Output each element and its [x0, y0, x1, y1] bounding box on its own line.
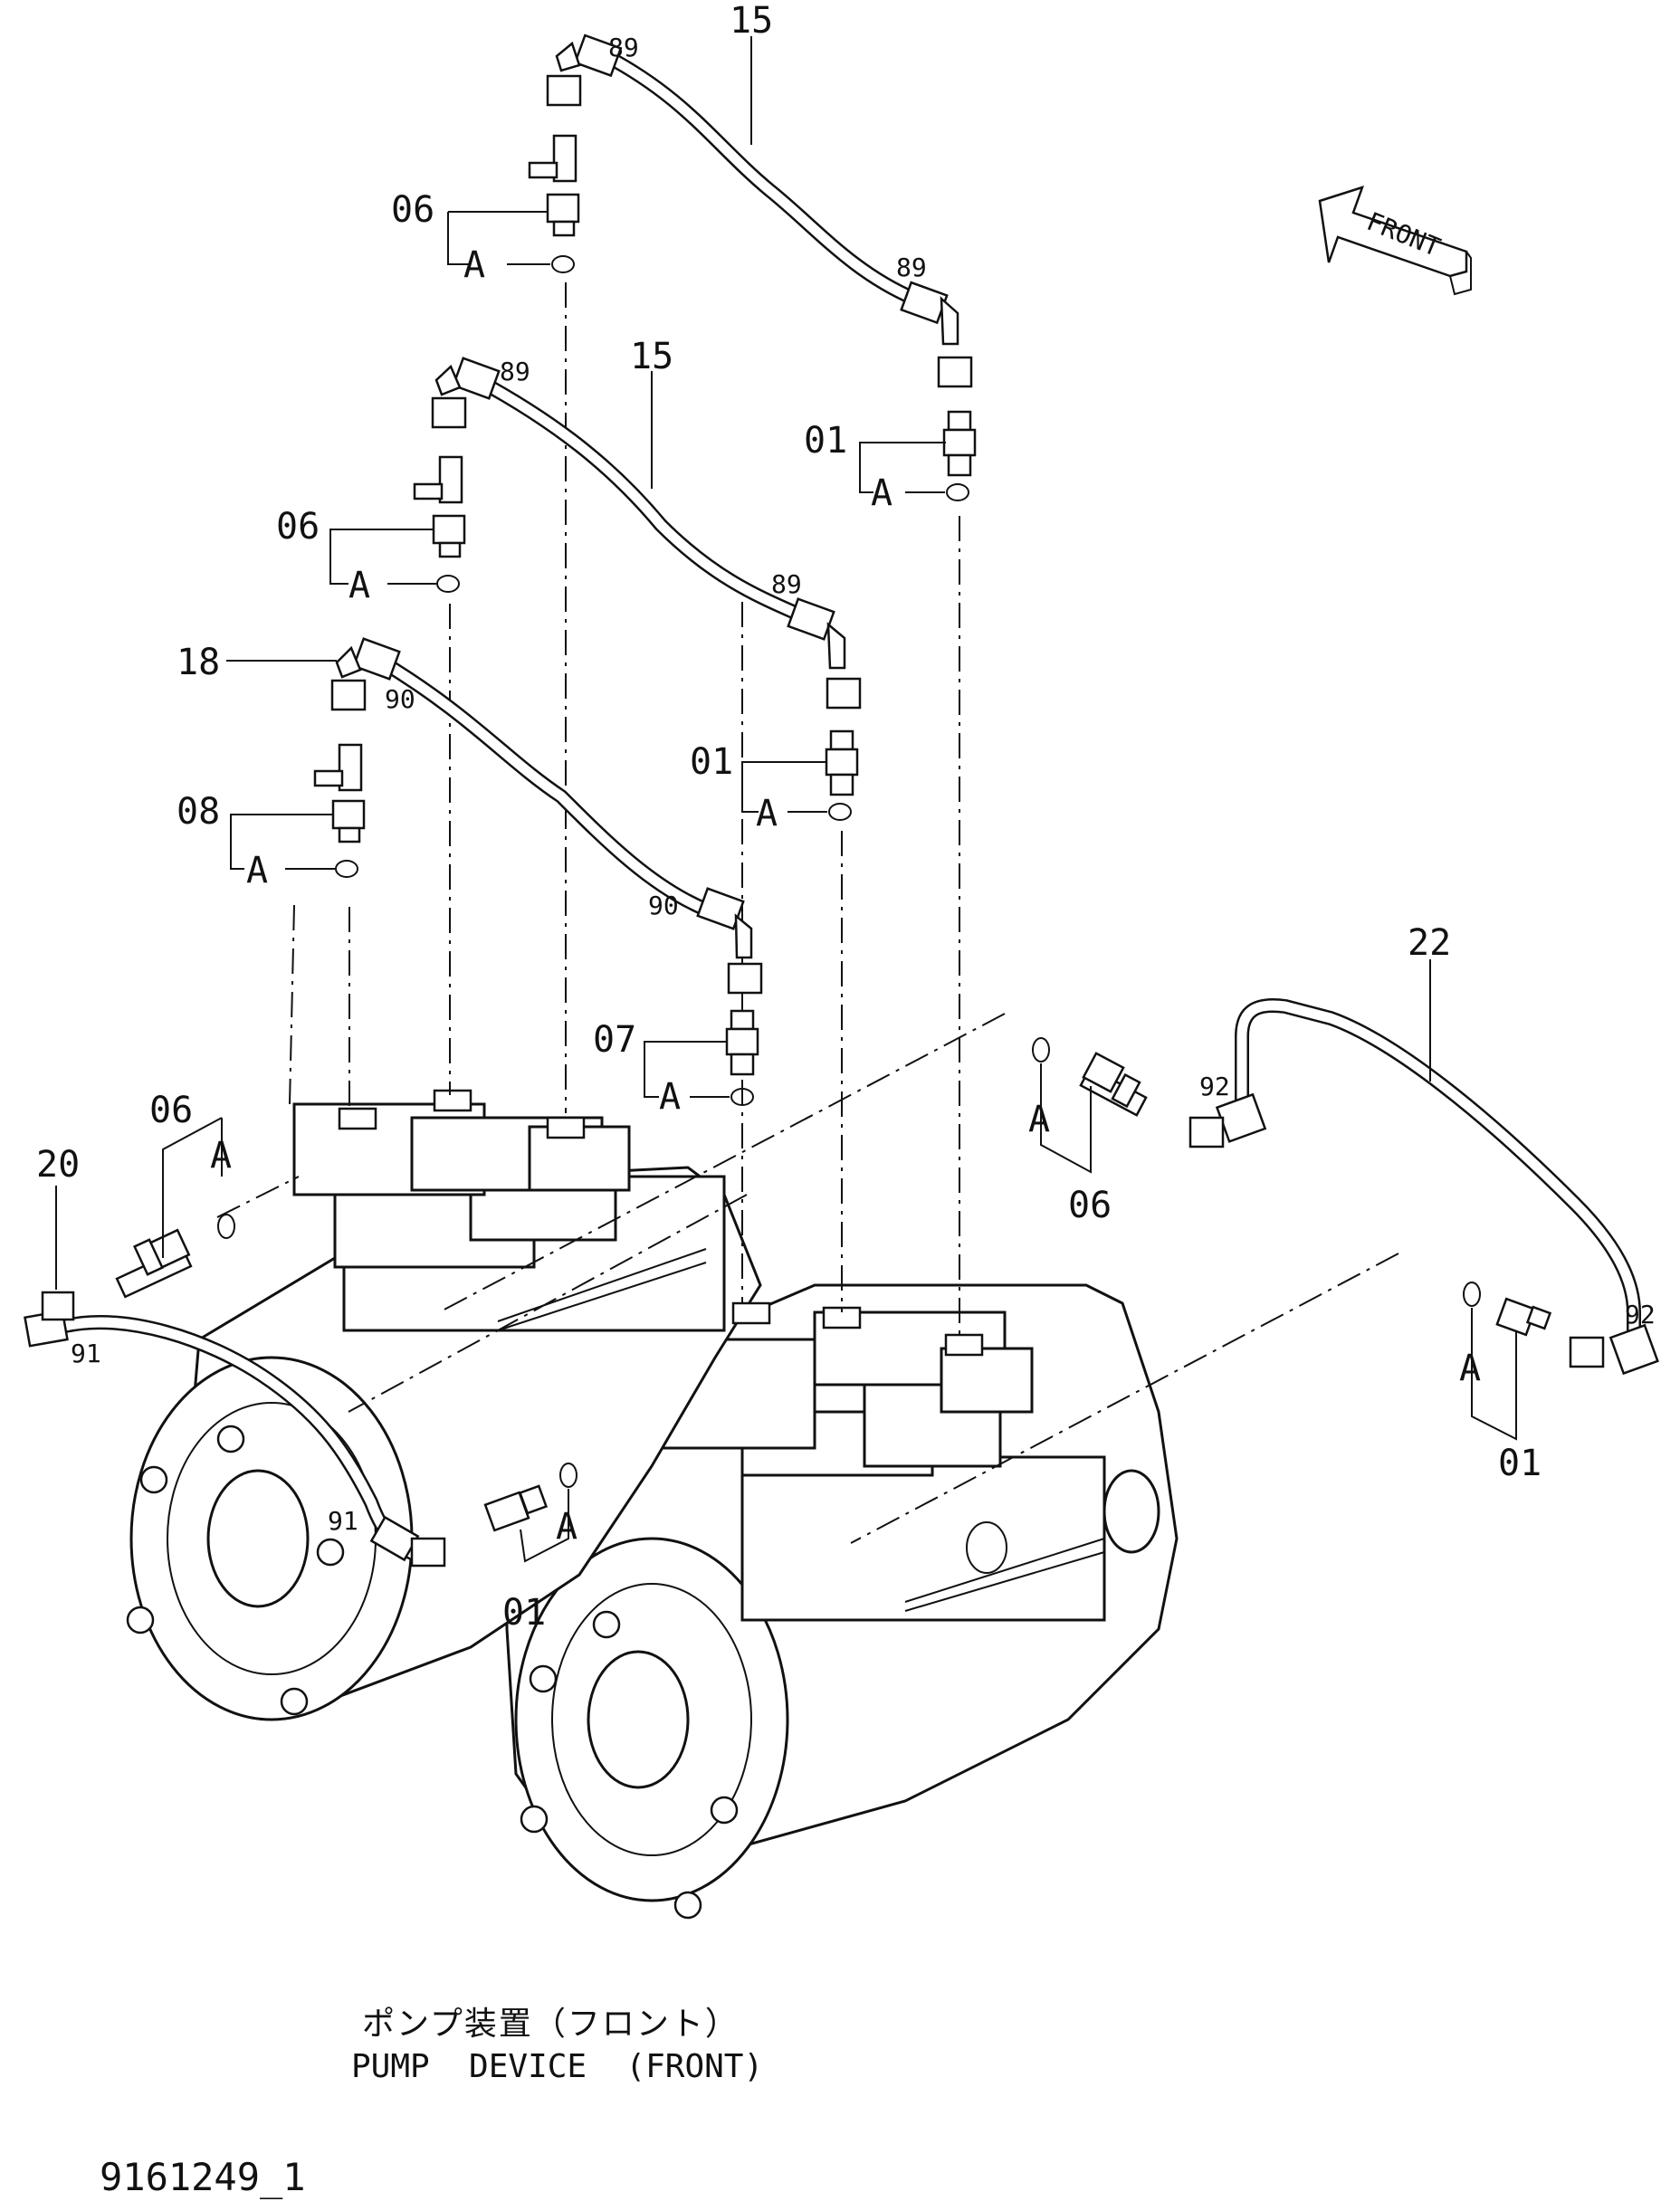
ref-91-a: 91: [71, 1339, 101, 1368]
fitting-06-mid: [413, 455, 466, 558]
callout-18: 18: [177, 642, 220, 683]
callout-06-left: 06: [149, 1090, 193, 1131]
ref-89-c: 89: [500, 357, 530, 386]
leader-lines: [55, 36, 1517, 1563]
o-ring-label-a: A: [556, 1506, 578, 1548]
fitting-01-right: [1495, 1297, 1552, 1337]
fitting-07: [725, 1009, 759, 1076]
title-english: PUMP DEVICE (FRONT): [351, 2048, 763, 2085]
o-ring-label-a: A: [871, 472, 892, 514]
callout-22: 22: [1408, 922, 1451, 964]
pipe-20: [24, 1291, 446, 1568]
title-japanese: ポンプ装置（フロント）: [362, 2006, 740, 2043]
fitting-06-right: [1079, 1052, 1148, 1117]
o-ring-label-a: A: [210, 1135, 232, 1177]
callout-01-upper: 01: [804, 420, 847, 462]
ref-89-b: 89: [896, 253, 927, 282]
front-direction-arrow-icon: FRONT: [1318, 186, 1472, 296]
callout-15-lower: 15: [630, 336, 673, 377]
o-ring-label-a: A: [246, 850, 268, 891]
callout-01-right: 01: [1498, 1443, 1542, 1484]
front-label: FRONT: [1362, 206, 1445, 262]
fitting-08: [313, 743, 366, 843]
pipe-15-upper: [546, 33, 973, 388]
ref-90-a: 90: [385, 684, 415, 714]
o-ring-label-a: A: [1459, 1348, 1481, 1389]
callout-15-upper: 15: [730, 0, 773, 42]
fitting-06-top: [528, 134, 580, 237]
pipe-15-lower: [431, 357, 862, 710]
callout-06-upper: 06: [391, 189, 434, 231]
pipe-22: [1188, 998, 1659, 1376]
callout-06-right: 06: [1068, 1185, 1112, 1226]
o-ring-label-a: A: [463, 244, 485, 286]
ref-92-b: 92: [1625, 1300, 1656, 1329]
fitting-01-lower: [483, 1484, 549, 1532]
ref-90-b: 90: [648, 891, 679, 920]
pipe-18: [330, 637, 763, 995]
drawing-code: 9161249_1: [100, 2155, 306, 2199]
callout-20: 20: [36, 1144, 80, 1186]
o-ring-label-a: A: [348, 565, 370, 606]
fitting-06-left: [115, 1228, 193, 1299]
o-rings: [217, 255, 1481, 1488]
ref-89-d: 89: [771, 569, 802, 599]
fitting-01-upper: [942, 410, 977, 477]
o-ring-label-a: A: [756, 793, 778, 834]
o-ring-label-a: A: [659, 1076, 681, 1118]
callout-08: 08: [177, 791, 220, 833]
callout-01-lower: 01: [502, 1592, 546, 1634]
ref-91-b: 91: [328, 1506, 358, 1536]
callout-labels: 15 15 06 06 18 08 01 01 07 22 06 06 20 0…: [36, 0, 1542, 1634]
pump-assembly: [126, 1089, 1179, 1920]
ref-92-a: 92: [1199, 1072, 1230, 1101]
ref-89-a: 89: [608, 33, 639, 62]
callout-06-middle: 06: [276, 506, 320, 548]
fitting-01-mid: [825, 729, 859, 796]
callout-07: 07: [593, 1019, 636, 1061]
o-ring-label-a: A: [1028, 1099, 1050, 1140]
o-ring-labels: A A A A A A A A A A: [210, 244, 1481, 1548]
callout-01-middle: 01: [690, 741, 733, 783]
sub-reference-labels: 89 89 89 89 90 90 91 91 92 92: [71, 33, 1656, 1536]
